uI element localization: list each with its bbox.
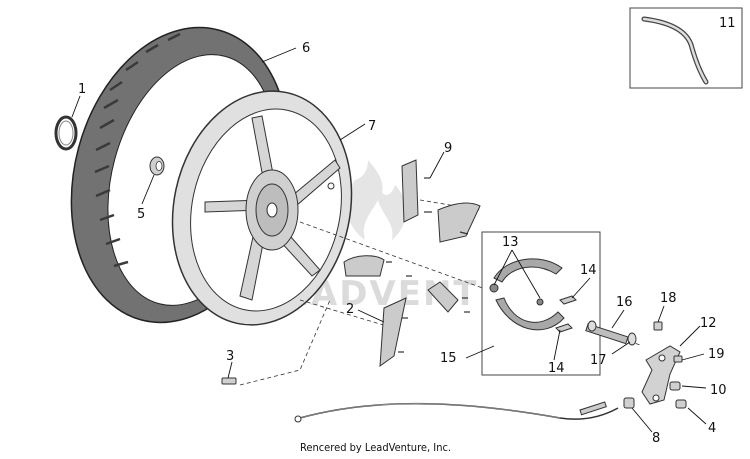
- brake-lever[interactable]: [641, 345, 681, 405]
- callout-17: 17: [590, 353, 607, 368]
- callout-16: 16: [616, 295, 633, 310]
- bushing[interactable]: [149, 156, 165, 176]
- callout-9: 9: [444, 141, 452, 156]
- callout-3: 3: [226, 349, 234, 364]
- callout-1: 1: [78, 82, 86, 97]
- callout-labels: 1 2 3 4 5 6 7 8 9 10 11 12 13 14 14 15 1…: [78, 16, 736, 446]
- callout-19: 19: [708, 347, 725, 362]
- rubber-dampers[interactable]: [343, 159, 481, 368]
- rim[interactable]: [151, 74, 372, 341]
- credit-text: Rencered by LeadVenture, Inc.: [300, 441, 451, 454]
- small-hardware[interactable]: [221, 321, 687, 409]
- callout-6: 6: [302, 41, 310, 56]
- callout-4: 4: [708, 421, 716, 436]
- leader-lines: [71, 47, 707, 433]
- callout-10: 10: [710, 383, 727, 398]
- watermark-flame-icon: [346, 160, 406, 240]
- callout-14-upper: 14: [580, 263, 597, 278]
- damper-screws[interactable]: [386, 177, 470, 353]
- circlip[interactable]: [54, 115, 78, 151]
- callout-18: 18: [660, 291, 677, 306]
- brake-shoe-assembly[interactable]: [481, 231, 601, 376]
- brake-cable[interactable]: [294, 401, 619, 423]
- callout-5: 5: [137, 207, 145, 222]
- brake-spindle[interactable]: [585, 320, 637, 346]
- callout-7: 7: [368, 119, 376, 134]
- callout-13: 13: [502, 235, 519, 250]
- callout-14-lower: 14: [548, 361, 565, 376]
- callout-2: 2: [346, 302, 354, 317]
- callout-15: 15: [440, 351, 457, 366]
- callout-8: 8: [652, 431, 660, 446]
- item-11-box[interactable]: [629, 7, 743, 89]
- callout-11: 11: [719, 16, 736, 31]
- callout-12: 12: [700, 316, 717, 331]
